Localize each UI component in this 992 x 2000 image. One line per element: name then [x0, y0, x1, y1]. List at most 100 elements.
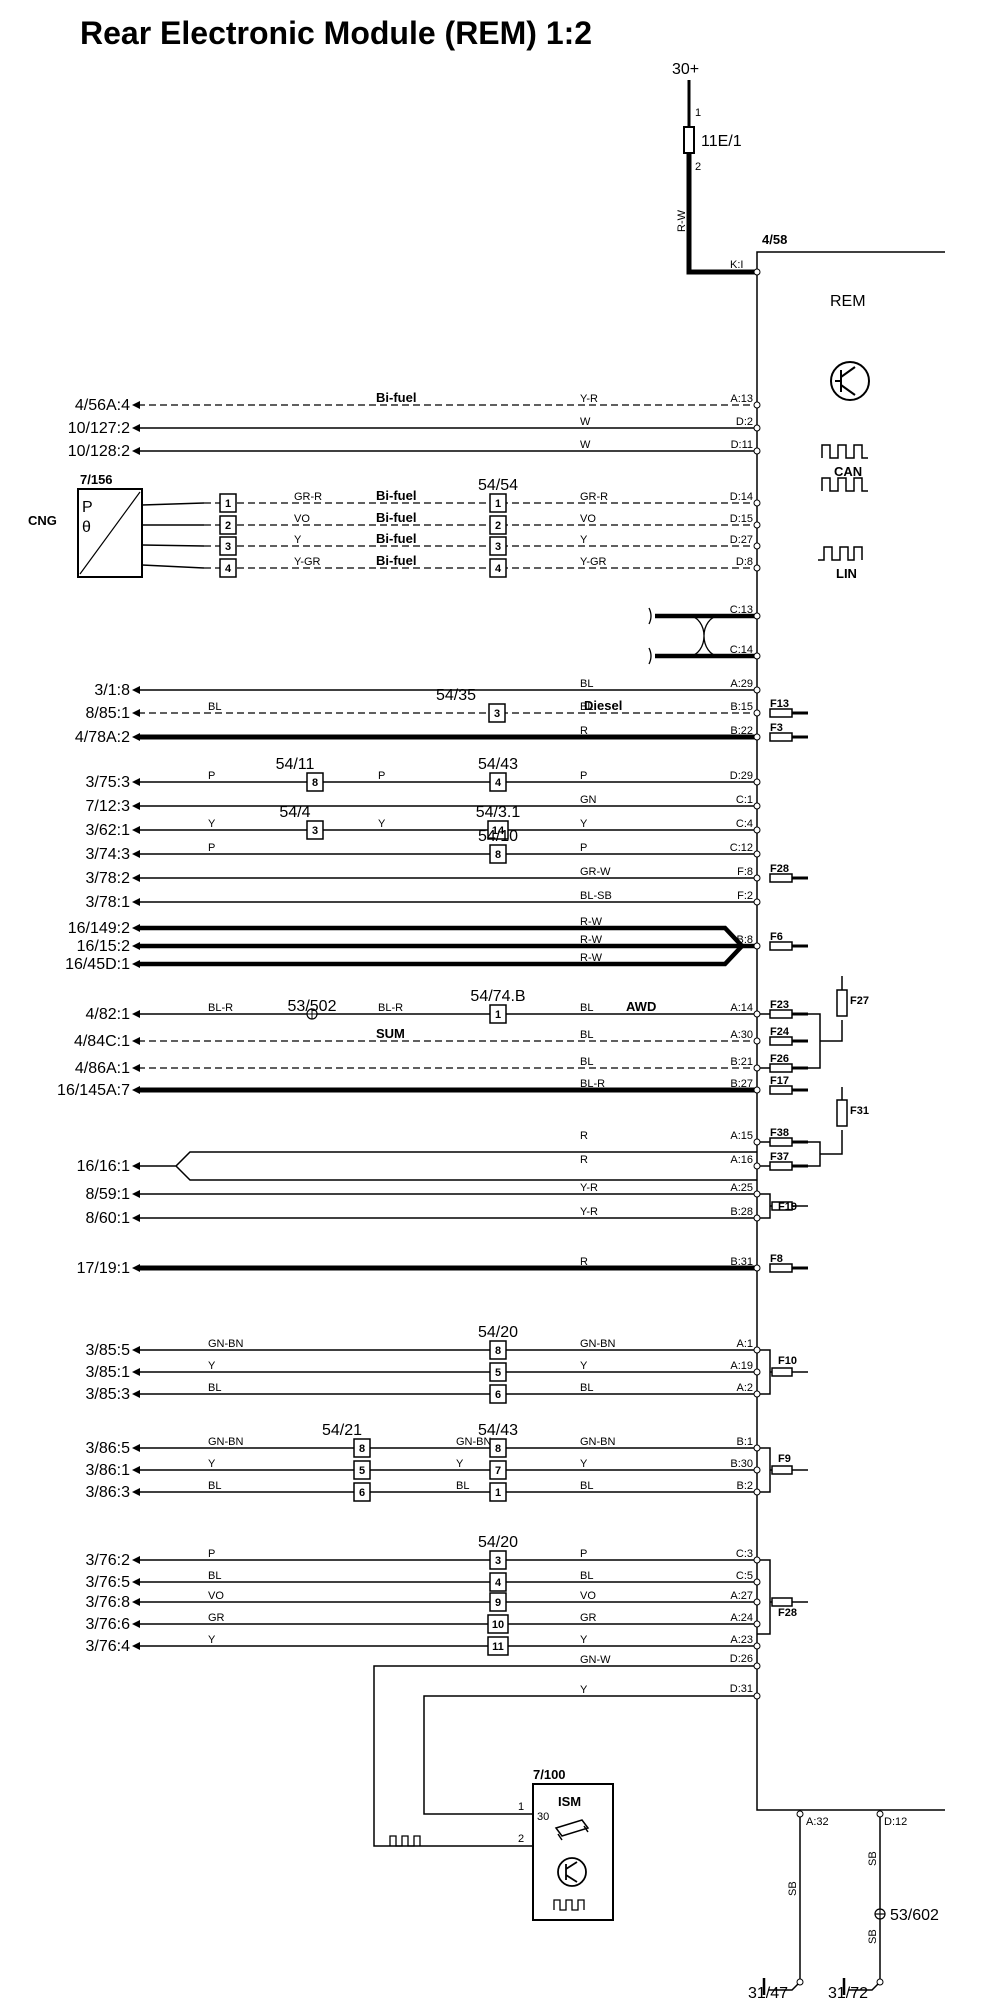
fuse-icon: [769, 1161, 793, 1171]
connector-id: 54/10: [478, 828, 518, 845]
wire-color: GN-W: [580, 1654, 611, 1666]
wire-destination: 10/127:2: [68, 420, 130, 437]
wire-color: BL-R: [580, 1078, 605, 1090]
arrow-icon: [132, 1064, 140, 1072]
ground-g1: 31/47: [748, 1985, 788, 2000]
fuse-f27-label: F27: [850, 995, 869, 1007]
arrow-icon: [132, 826, 140, 834]
connector-box-1: [353, 1438, 371, 1458]
arrow-icon: [132, 1086, 140, 1094]
wire-destination: 3/75:3: [86, 774, 131, 791]
wire-destination: 8/60:1: [86, 1210, 131, 1227]
wire-color-mid: Y: [456, 1458, 464, 1470]
arrow-icon: [132, 778, 140, 786]
pin-label: A:15: [730, 1130, 753, 1142]
wire-destination: 4/78A:2: [75, 729, 130, 746]
arrow-icon: [132, 1578, 140, 1586]
wire-color: Y-GR: [580, 556, 607, 568]
pin-label: B:21: [730, 1056, 753, 1068]
wire-color: R-W: [580, 934, 603, 946]
wire-destination: 4/82:1: [86, 1006, 131, 1023]
ground-wire-d2: SB: [867, 1929, 879, 1944]
wire-destination: 3/86:3: [86, 1484, 131, 1501]
pin-label: C:14: [730, 644, 753, 656]
wire-color: Y-R: [580, 393, 598, 405]
arrow-icon: [132, 1214, 140, 1222]
fuse-label: F3: [770, 722, 783, 734]
wire-color: Y: [580, 1684, 588, 1696]
wire-color: GN-BN: [580, 1436, 616, 1448]
pin-label: A:2: [736, 1382, 753, 1394]
pin-label: D:27: [730, 534, 753, 546]
wire-destination: 16/45D:1: [65, 956, 130, 973]
pin-label: A:27: [730, 1590, 753, 1602]
arrow-icon: [132, 1642, 140, 1650]
connector-id: 54/20: [478, 1324, 518, 1341]
pin-label: B:27: [730, 1078, 753, 1090]
pin-label: D:2: [736, 416, 753, 428]
fuse-label: F17: [770, 1075, 789, 1087]
arrow-icon: [132, 733, 140, 741]
connector-box-1: [219, 558, 237, 578]
fuse-label: F8: [770, 1253, 783, 1265]
pin-label: A:30: [730, 1029, 753, 1041]
wire-destination: 16/149:2: [68, 920, 130, 937]
wire-color-left: Y: [208, 1634, 216, 1646]
ground-wire-a: SB: [787, 1881, 799, 1896]
wire-color: Y: [580, 1360, 588, 1372]
connector-box-2: [487, 1614, 509, 1634]
wire-destination: 3/85:3: [86, 1386, 131, 1403]
wire-color-left: BL: [208, 701, 221, 713]
connector-box-2: [489, 1384, 507, 1404]
ism-pwm-icon: [389, 1835, 421, 1847]
pin-label: C:12: [730, 842, 753, 854]
wire-destination: 4/56A:4: [75, 397, 130, 414]
connector-box-1: [306, 820, 324, 840]
wire-color-mid: GN-BN: [456, 1436, 492, 1448]
pin-label: D:26: [730, 1653, 753, 1665]
connector-box-1-label: 8: [359, 1443, 365, 1455]
wire-color-left: GN-BN: [208, 1436, 244, 1448]
connector-box-2: [489, 1460, 507, 1480]
wire-color-mid: BL-R: [378, 1002, 403, 1014]
diagram-title: Rear Electronic Module (REM) 1:2: [80, 15, 592, 51]
wire-color: BL: [580, 1029, 593, 1041]
arrow-icon: [132, 1488, 140, 1496]
wire-color-left: P: [208, 842, 215, 854]
connector-box-2: [489, 1362, 507, 1382]
lin-label: LIN: [836, 566, 857, 581]
pin-label: A:16: [730, 1154, 753, 1166]
connector-box-1-label: 4: [225, 563, 232, 575]
wire-destination: 3/78:1: [86, 894, 131, 911]
connector-box-2-label: 3: [494, 708, 500, 720]
connector-box-1-label: 6: [359, 1487, 365, 1499]
arrow-icon: [132, 709, 140, 717]
arrow-icon: [132, 1598, 140, 1606]
fuse-f31-label: F31: [850, 1105, 869, 1117]
fuse-label: F19: [778, 1201, 797, 1213]
connector-box-2-label: 8: [495, 849, 501, 861]
wire-color-left: VO: [208, 1590, 224, 1602]
ground-pin-d: D:12: [884, 1816, 907, 1828]
ism-pin-2: 2: [518, 1833, 524, 1845]
connector-box-1: [219, 493, 237, 513]
transistor-icon: [830, 361, 870, 401]
pin-label: B:22: [730, 725, 753, 737]
wire-color-left: Y-GR: [294, 556, 321, 568]
connector-id-left: 54/21: [322, 1422, 362, 1439]
connector-box-2: [489, 1340, 507, 1360]
wire-destination: 3/78:2: [86, 870, 131, 887]
wire-color: Y-R: [580, 1206, 598, 1218]
connector-box-2: [489, 1438, 507, 1458]
connector-box-2: [489, 772, 507, 792]
wire-color: W: [580, 416, 591, 428]
pin-label: C:5: [736, 1570, 753, 1582]
connector-box-2-label: 10: [492, 1619, 504, 1631]
wire-color-left: P: [208, 770, 215, 782]
wire-color-left: BL: [208, 1570, 221, 1582]
arrow-icon: [132, 1620, 140, 1628]
connector-box-1-label: 3: [312, 825, 318, 837]
pin-label: B:15: [730, 701, 753, 713]
pin-label: A:24: [730, 1612, 753, 1624]
fuse-icon: [769, 941, 793, 951]
